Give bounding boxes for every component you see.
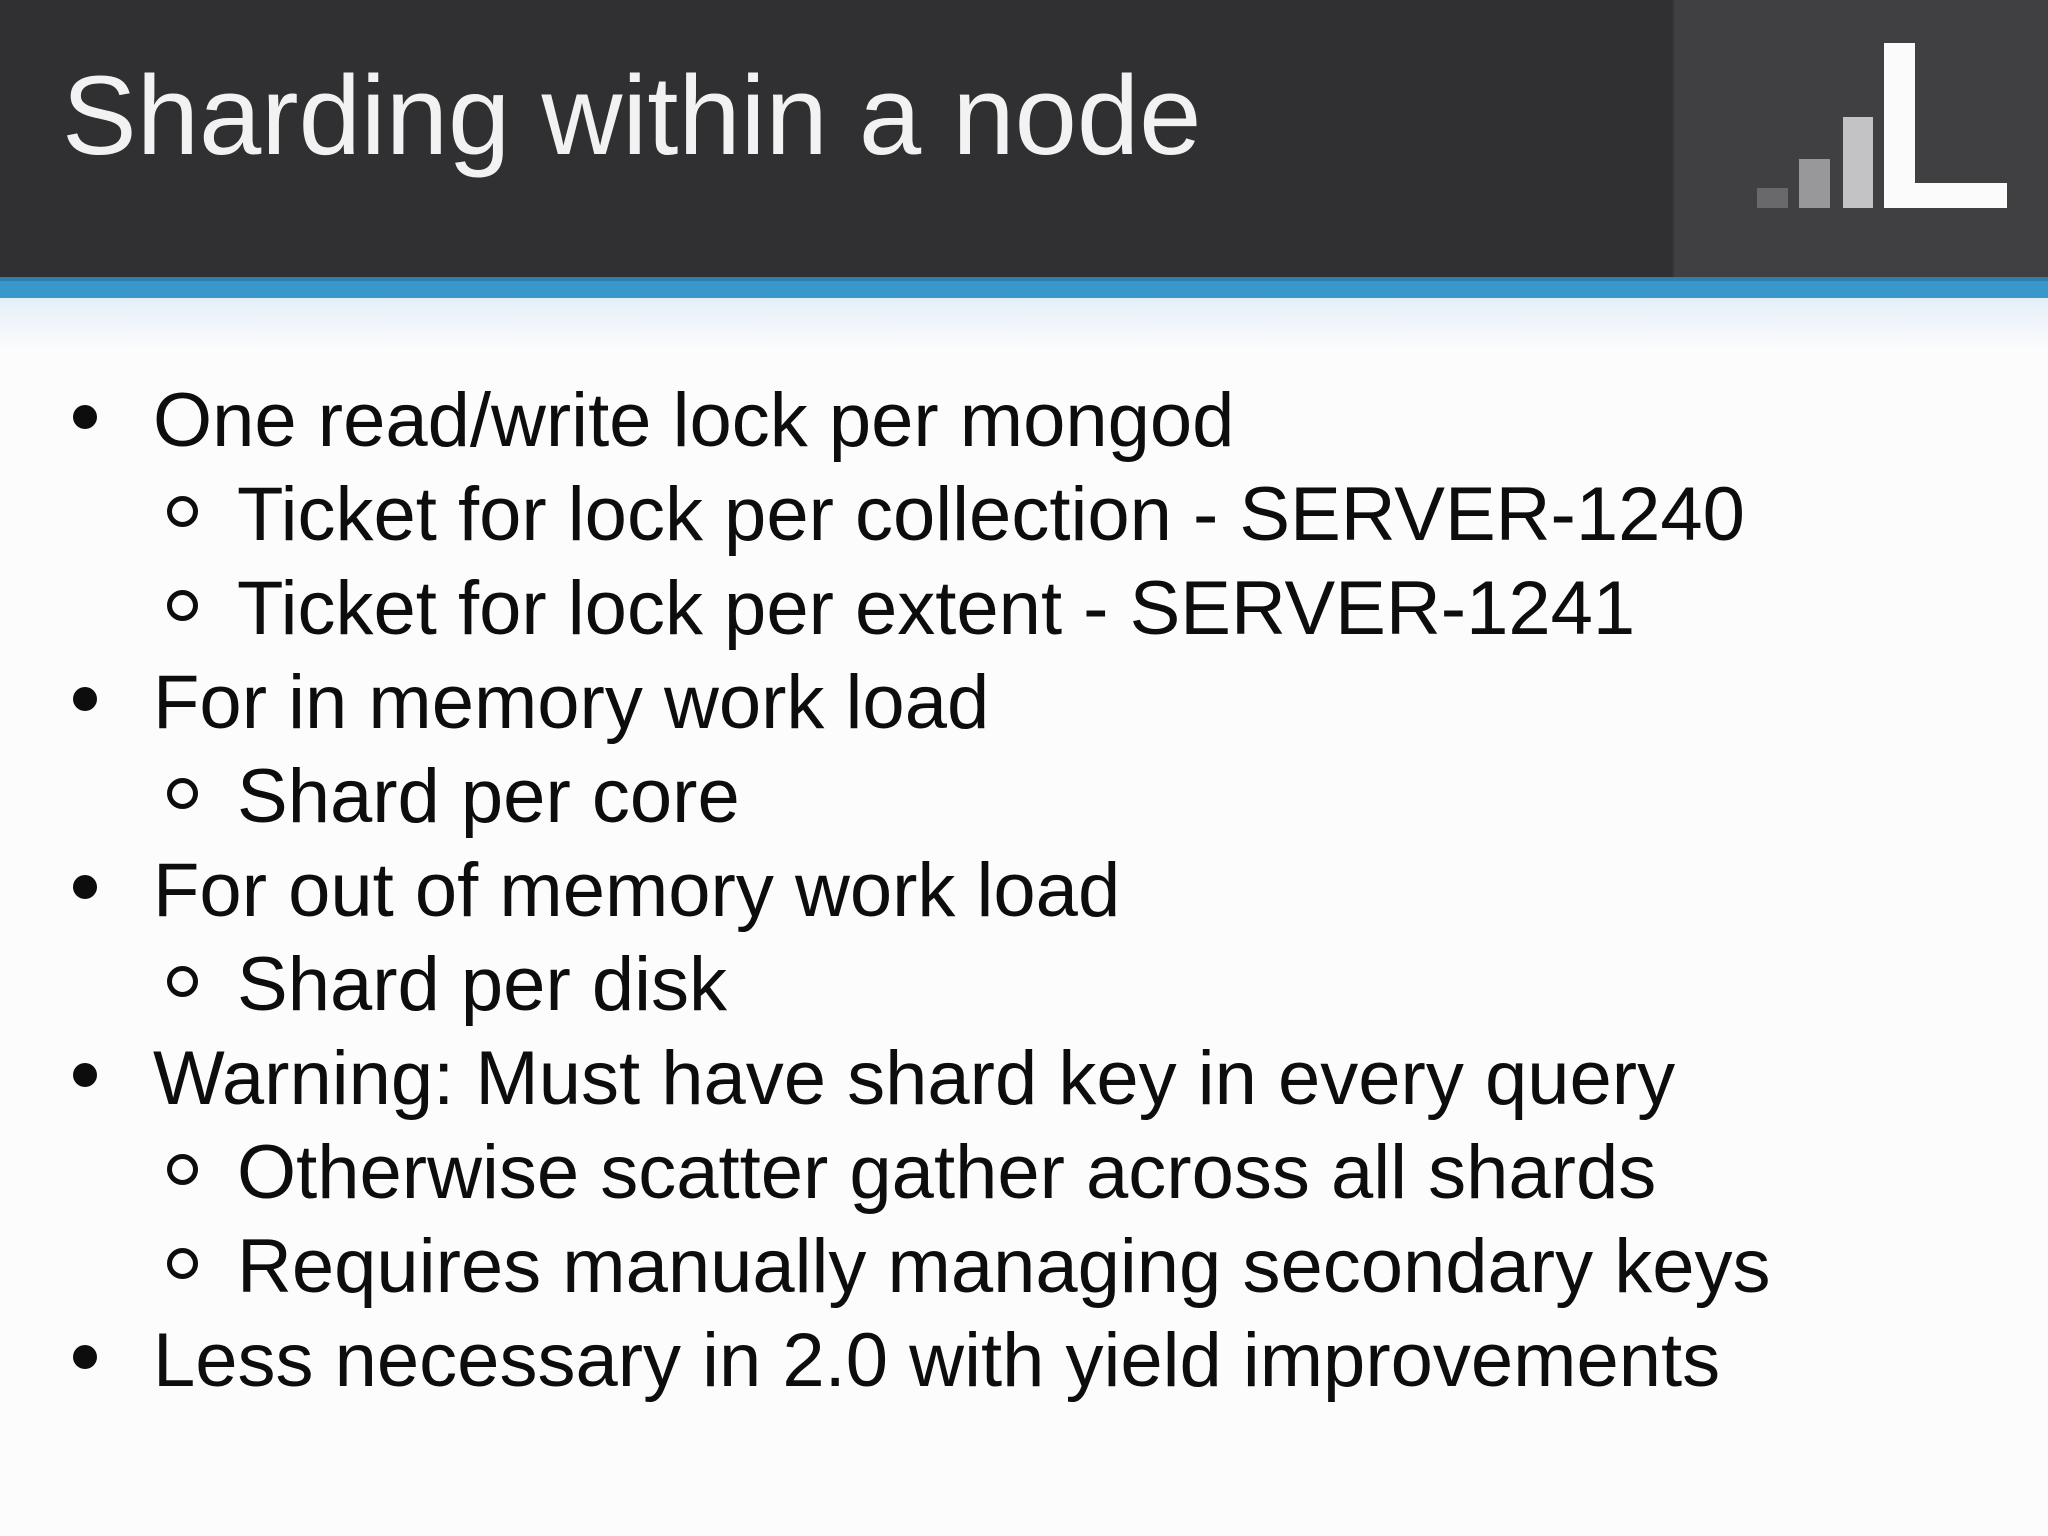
accent-stripe <box>0 277 2048 298</box>
logo-bar-large-icon <box>1843 117 1873 208</box>
bullet-text: For out of memory work load <box>153 847 1121 933</box>
bullet-item: Shard per disk <box>0 937 2048 1031</box>
bullet-marker-icon <box>73 687 97 711</box>
bullet-marker-icon <box>167 589 198 621</box>
bullet-item: Requires manually managing secondary key… <box>0 1219 2048 1313</box>
bullet-marker-icon <box>167 1247 198 1279</box>
bullet-marker-icon <box>73 875 97 899</box>
bullet-marker-icon <box>167 1153 198 1185</box>
bullet-text: One read/write lock per mongod <box>153 377 1235 463</box>
bullet-marker-icon <box>73 1345 97 1369</box>
bullet-item: For in memory work load <box>0 655 2048 749</box>
header-bar: Sharding within a node <box>0 0 2048 277</box>
bullet-item: Otherwise scatter gather across all shar… <box>0 1125 2048 1219</box>
bullet-marker-icon <box>167 777 198 809</box>
bullet-text: Ticket for lock per collection - SERVER-… <box>237 471 1745 557</box>
bullet-text: Shard per disk <box>237 941 728 1027</box>
bullet-item: Ticket for lock per extent - SERVER-1241 <box>0 561 2048 655</box>
logo-bar-small-icon <box>1757 188 1788 208</box>
bullet-text: Otherwise scatter gather across all shar… <box>237 1129 1657 1215</box>
bullet-text: Ticket for lock per extent - SERVER-1241 <box>237 565 1636 651</box>
bullet-item: Less necessary in 2.0 with yield improve… <box>0 1313 2048 1407</box>
bullet-text: Requires manually managing secondary key… <box>237 1223 1771 1309</box>
bullet-item: One read/write lock per mongod <box>0 373 2048 467</box>
bullet-item: Ticket for lock per collection - SERVER-… <box>0 467 2048 561</box>
bullet-item: Shard per core <box>0 749 2048 843</box>
bullet-text: Shard per core <box>237 753 740 839</box>
bullet-marker-icon <box>73 1063 97 1087</box>
bullet-marker-icon <box>167 495 198 527</box>
bullet-text: Warning: Must have shard key in every qu… <box>153 1035 1676 1121</box>
bullet-item: Warning: Must have shard key in every qu… <box>0 1031 2048 1125</box>
bullet-text: For in memory work load <box>153 659 990 745</box>
slide-title: Sharding within a node <box>62 53 1202 178</box>
stripe-shadow-glow <box>0 298 2048 350</box>
bullet-marker-icon <box>73 405 97 429</box>
logo-letter-l-icon <box>1884 43 1915 208</box>
bullet-item: For out of memory work load <box>0 843 2048 937</box>
logo-panel <box>1672 0 2048 277</box>
bullet-marker-icon <box>167 965 198 997</box>
logo-bar-medium-icon <box>1799 159 1830 208</box>
bullet-list: One read/write lock per mongod Ticket fo… <box>0 373 2048 1407</box>
bullet-text: Less necessary in 2.0 with yield improve… <box>153 1317 1721 1403</box>
logo-letter-l-arm-icon <box>1884 183 2007 208</box>
